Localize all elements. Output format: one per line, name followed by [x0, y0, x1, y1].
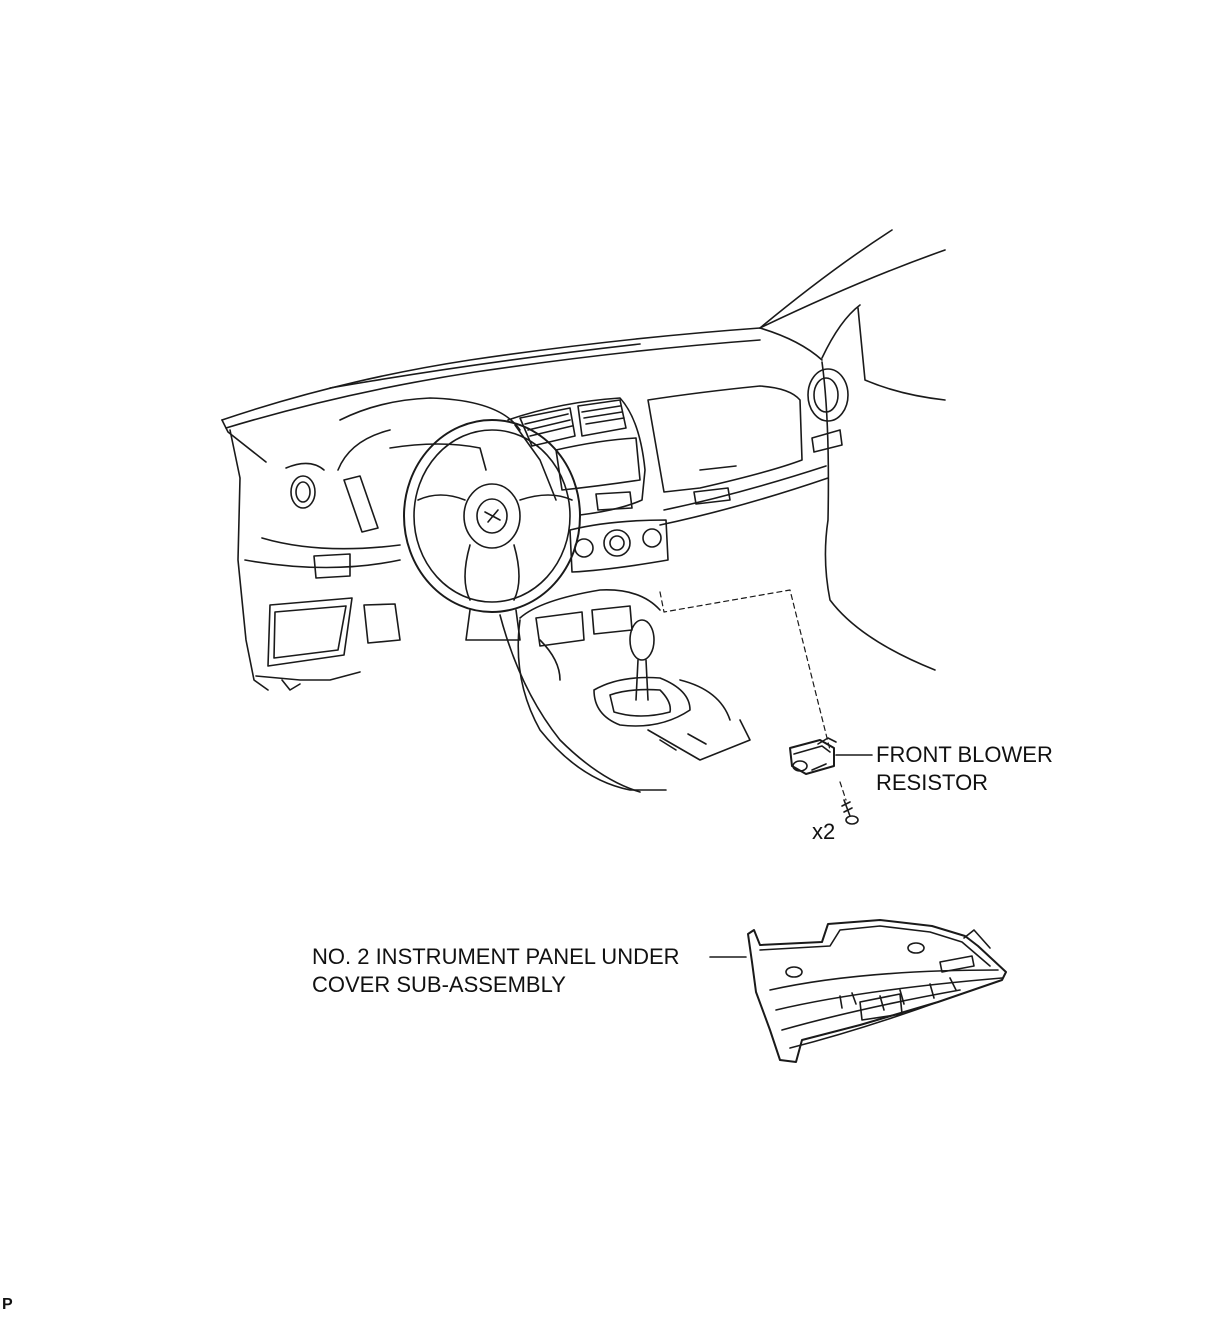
screw-quantity-label: x2 [812, 819, 836, 844]
dashboard-illustration [221, 229, 946, 793]
screw-part [841, 799, 859, 825]
under-cover-label: NO. 2 INSTRUMENT PANEL UNDER COVER SUB-A… [312, 943, 680, 999]
resistor-label-line1: FRONT BLOWER [876, 742, 1053, 767]
front-blower-resistor-label: FRONT BLOWER RESISTOR [876, 741, 1053, 797]
corner-mark: P [2, 1296, 13, 1313]
resistor-label-line2: RESISTOR [876, 770, 989, 795]
cover-label-line2: COVER SUB-ASSEMBLY [312, 972, 566, 997]
front-blower-resistor-part [789, 737, 837, 775]
location-leader-lines [659, 589, 831, 751]
cover-label-line1: NO. 2 INSTRUMENT PANEL UNDER [312, 944, 680, 969]
screw-leader [839, 781, 847, 801]
under-cover-sub-assembly-part [747, 919, 1007, 1063]
